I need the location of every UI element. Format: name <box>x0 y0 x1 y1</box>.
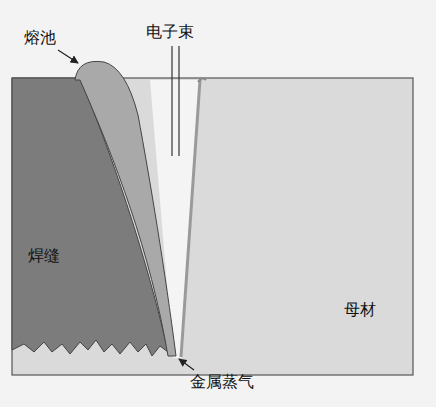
part-label: 焊缝 <box>28 246 60 265</box>
keyhole <box>150 80 200 358</box>
molten-pool <box>75 61 176 356</box>
part-label: 母材 <box>344 300 376 319</box>
part-label: 金属蒸气 <box>190 372 254 391</box>
beam-line <box>178 46 179 156</box>
part-label: 熔池 <box>24 28 56 47</box>
leader-line <box>58 50 78 63</box>
beam-line <box>171 46 172 156</box>
part-label: 电子束 <box>146 22 194 41</box>
base-metal <box>12 78 413 375</box>
leader-line <box>179 359 194 370</box>
film-lip <box>198 78 206 82</box>
keyhole-film <box>181 80 200 357</box>
